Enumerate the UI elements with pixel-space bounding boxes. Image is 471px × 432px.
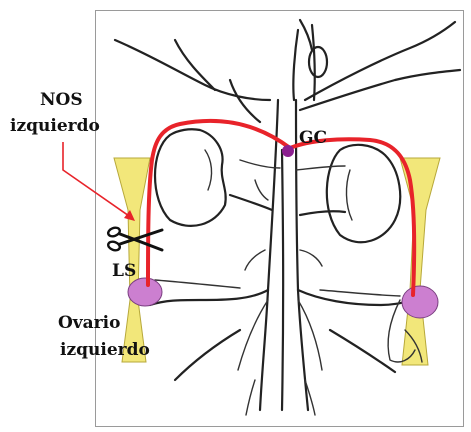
nos-label-line1: NOS [40,92,83,109]
upper-anatomy-sketch [115,20,460,122]
right-ligament [400,158,440,365]
kidneys [155,129,400,242]
right-ovary [402,286,438,318]
ovario-label-line1: Ovario [58,315,120,332]
suspensory-ligaments [114,158,440,365]
left-kidney [155,129,226,226]
ls-label: LS [112,263,136,280]
nos-label-line2: izquierdo [10,118,100,135]
celiac-ganglion [282,145,294,157]
gc-label: GC [299,130,327,147]
left-ovary [128,278,162,306]
right-kidney [327,145,400,242]
ovario-label-line2: izquierdo [60,342,150,359]
